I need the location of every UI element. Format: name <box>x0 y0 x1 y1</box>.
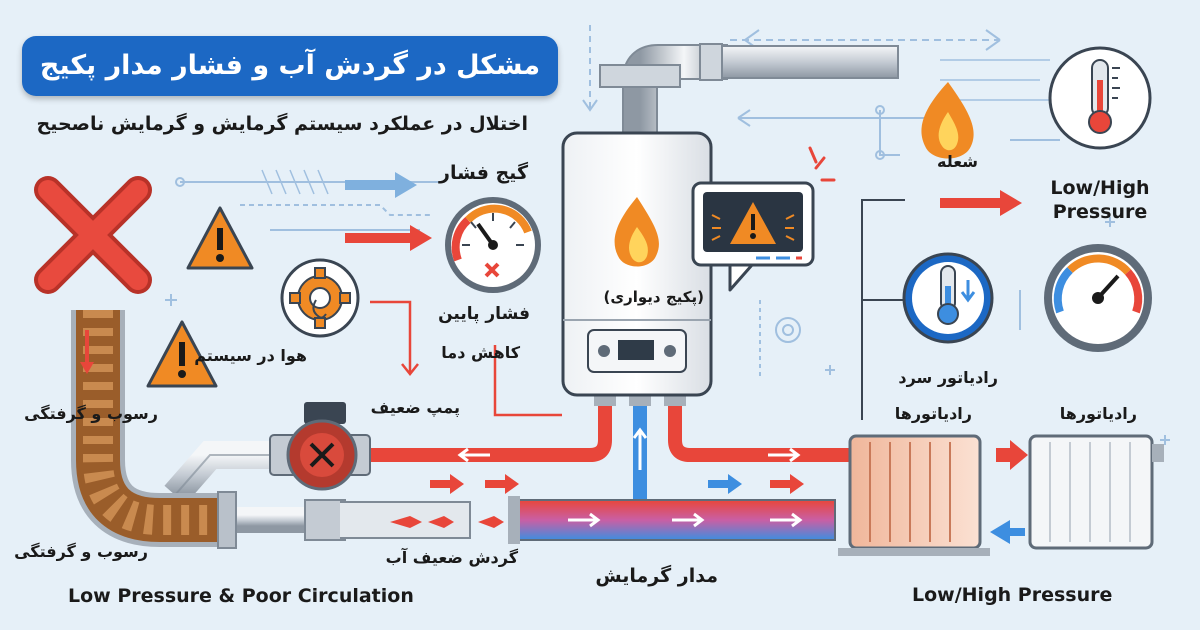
radiator-hot <box>838 434 990 556</box>
radiator-cold <box>1028 434 1164 550</box>
annotation-arrows <box>370 300 562 417</box>
flue-pipe <box>599 43 899 140</box>
thermometer-icon <box>1048 46 1152 150</box>
page-title: مشکل در گردش آب و فشار مدار پکیج <box>39 50 541 81</box>
title-banner <box>22 36 558 96</box>
red-arrows <box>345 190 1022 251</box>
label-low-high-pressure-top: Low/High Pressure <box>1050 177 1150 223</box>
label-heating-circuit: مدار گرمایش <box>595 565 718 587</box>
blue-arrow-top <box>345 172 417 198</box>
gear-icon <box>280 258 360 338</box>
pressure-gauge-icon-right <box>1044 244 1152 352</box>
label-low-pressure: فشار پایین <box>438 304 530 324</box>
warning-display <box>691 146 836 292</box>
label-low-high-pressure-bottom: Low/High Pressure <box>912 584 1113 606</box>
label-pressure-gauge: گیج فشار <box>439 162 528 184</box>
pump <box>269 402 371 491</box>
left-pipes <box>164 441 471 541</box>
label-radiators-2: رادیاتورها <box>1059 404 1137 423</box>
warning-triangle-icon <box>186 206 254 270</box>
label-weak-pump: پمپ ضعیف <box>370 398 460 417</box>
label-radiators-1: رادیاتورها <box>894 404 972 423</box>
background-guides <box>165 25 1170 445</box>
cold-thermometer-icon <box>902 252 994 344</box>
label-low-pressure-poor-circulation: Low Pressure & Poor Circulation <box>68 585 414 607</box>
warning-triangle-icon-2 <box>146 320 218 388</box>
flame-icon <box>921 82 974 159</box>
label-air-in-system: هوا در سیستم <box>194 346 307 365</box>
subtitle: اختلال در عملکرد سیستم گرمایش و گرمایش ن… <box>36 113 529 135</box>
sediment-pipe <box>71 310 237 549</box>
boiler <box>561 131 713 397</box>
small-flow-arrows <box>390 440 1028 544</box>
label-cold-radiator: رادیاتور سرد <box>898 368 998 387</box>
label-weak-circulation: گردش ضعیف آب <box>385 548 518 567</box>
label-temp-drop: کاهش دما <box>441 343 520 362</box>
label-flame: شعله <box>937 152 978 171</box>
pressure-gauge-icon <box>445 197 541 293</box>
red-x-icon <box>34 176 152 294</box>
label-sediment-bottom: رسوب و گرفتگی <box>14 542 148 561</box>
flow-arrows <box>457 427 803 528</box>
label-boiler: (پکیج دیواری) <box>603 288 704 306</box>
leader-lines <box>861 199 905 420</box>
label-sediment-top: رسوب و گرفتگی <box>24 404 158 423</box>
